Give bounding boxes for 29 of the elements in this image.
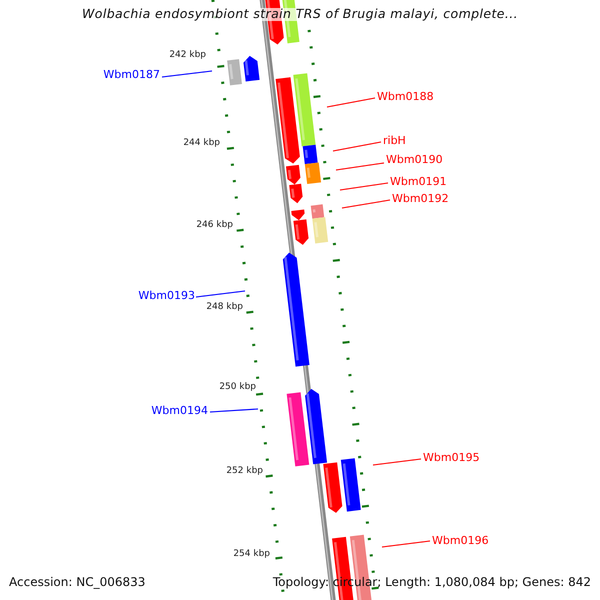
scale-label: 250 kbp: [219, 383, 256, 392]
gene-label: Wbm0194: [151, 405, 208, 416]
leader-line: [342, 200, 390, 208]
leader-line: [382, 540, 430, 548]
gene-label: ribH: [383, 135, 406, 146]
leader-line: [210, 408, 258, 412]
leader-line: [372, 458, 422, 466]
gene-label: Wbm0196: [432, 535, 489, 546]
scale-label: 244 kbp: [183, 139, 220, 148]
gene-label: Wbm0188: [377, 91, 434, 102]
leader-line: [340, 182, 388, 190]
scale-label: 248 kbp: [206, 303, 243, 312]
scale-label: 254 kbp: [233, 550, 270, 559]
gene-label: Wbm0187: [103, 69, 160, 80]
leader-line: [196, 290, 246, 298]
genome-summary-note: Topology: circular; Length: 1,080,084 bp; Genes: 842: [272, 576, 591, 588]
scale-label: 242 kbp: [169, 51, 206, 60]
gene-label: Wbm0191: [390, 176, 447, 187]
scale-label: 246 kbp: [196, 221, 233, 230]
gene-label: Wbm0193: [138, 290, 195, 301]
leader-line: [336, 162, 384, 170]
scale-label: 252 kbp: [226, 467, 263, 476]
accession-note: Accession: NC_006833: [9, 576, 146, 588]
gene-label: Wbm0192: [392, 193, 449, 204]
leader-line: [326, 98, 376, 108]
leader-line: [162, 70, 212, 78]
gene-label: Wbm0195: [423, 452, 480, 463]
leader-line: [332, 142, 382, 152]
gene-label: Wbm0190: [386, 154, 443, 165]
